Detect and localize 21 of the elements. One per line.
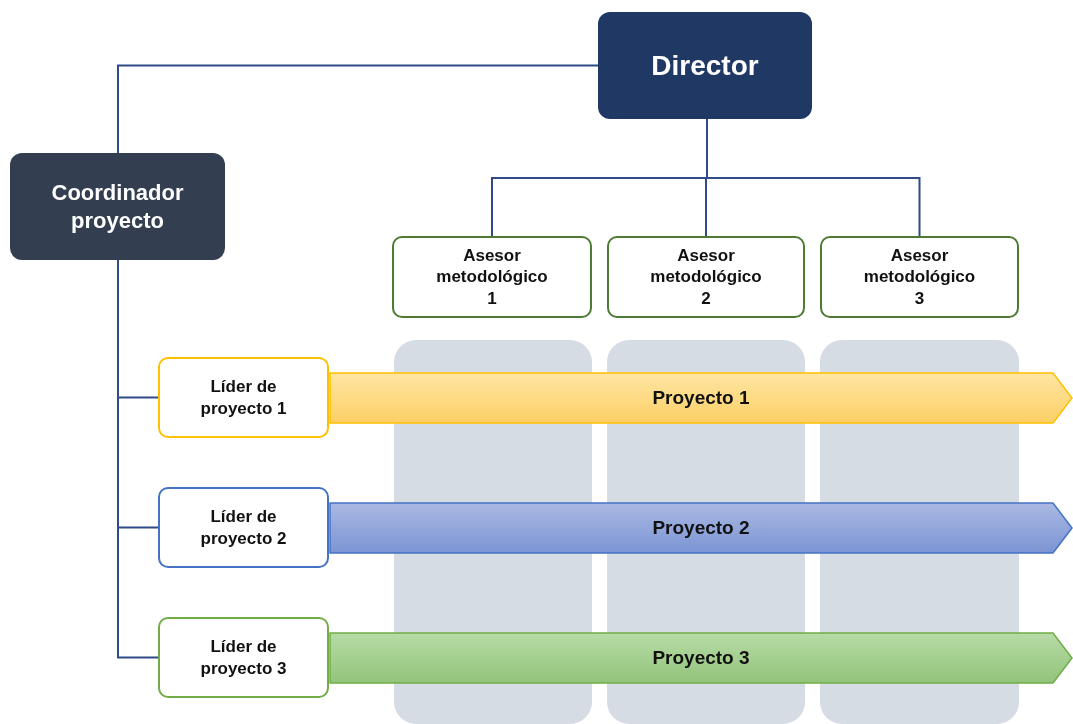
leader-box	[158, 617, 329, 698]
role-label: Líder de proyecto 2	[199, 506, 288, 549]
coordinator-box	[10, 153, 225, 260]
advisor-box	[392, 236, 592, 318]
role-label: Líder de proyecto 3	[199, 636, 288, 679]
project-label: Proyecto 2	[652, 516, 750, 540]
advisor-box	[607, 236, 805, 318]
project-label: Proyecto 1	[652, 386, 750, 410]
role-label: Asesor metodológico 2	[649, 245, 763, 309]
role-label: Coordinador proyecto	[50, 179, 185, 234]
role-label: Asesor metodológico 3	[862, 245, 977, 309]
role-label: Asesor metodológico 1	[435, 245, 549, 309]
leader-box	[158, 487, 329, 568]
advisor-box	[820, 236, 1019, 318]
connector-line	[706, 118, 921, 237]
role-label: Líder de proyecto 1	[199, 376, 288, 419]
connector-line	[117, 64, 599, 154]
role-label: Director	[651, 49, 759, 83]
director-box	[598, 12, 812, 119]
leader-box	[158, 357, 329, 438]
project-label: Proyecto 3	[652, 646, 750, 670]
